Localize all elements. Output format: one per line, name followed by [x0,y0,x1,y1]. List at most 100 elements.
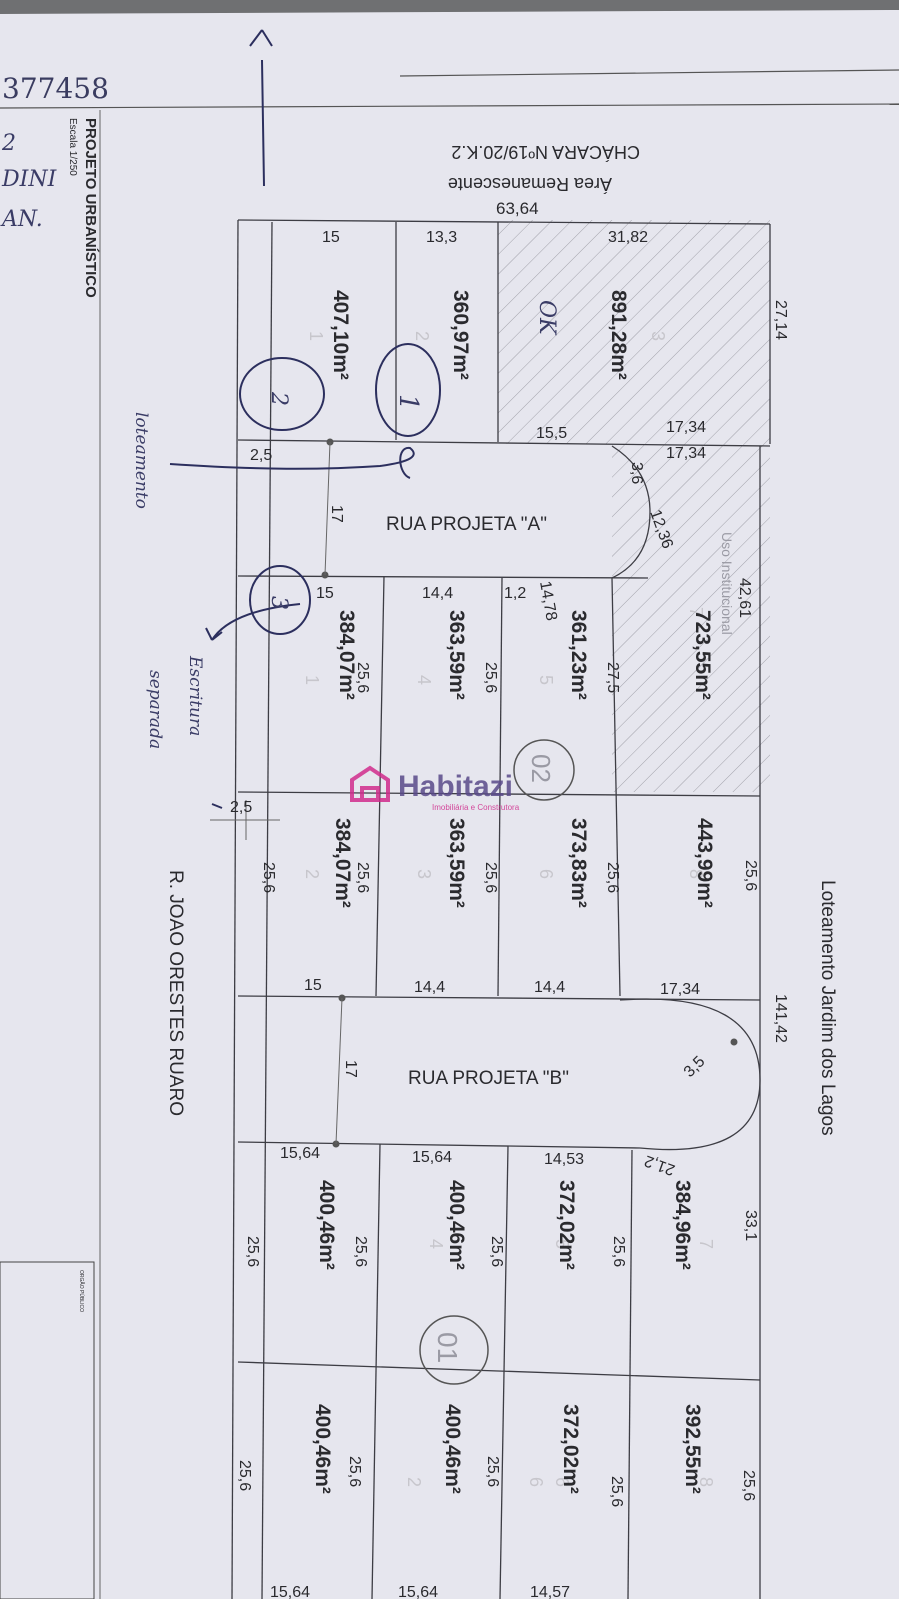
street-rua-joao: R. JOAO ORESTES RUARO [165,870,186,1116]
note-escritura: Escritura [185,655,205,736]
dim-17-b: 17 [342,1060,359,1078]
dim-33-1: 33,1 [742,1210,759,1241]
lot-area-b4-1: 400,46m² [315,1180,338,1270]
dim-25-6-x: 25,6 [260,862,277,893]
lot-area-b3-8: 443,99m² [693,818,716,908]
dim-17-34-c: 17,34 [660,981,700,998]
faint-num-b5-2: 6 [552,1477,572,1487]
lot-area-b3-2: 384,07m² [331,818,354,908]
dim-25-6-g: 25,6 [610,1236,627,1267]
note-left-3: AN. [0,207,43,232]
faint-num-b5-3: 6 [526,1477,546,1487]
dim-141-42: 141,42 [772,994,789,1043]
faint-num-b5-4: 2 [404,1477,424,1487]
dim-14-78: 14,78 [536,580,560,622]
dim-25-6-e: 25,6 [482,862,499,893]
dim-25-6-f: 25,6 [354,862,371,893]
dim-15-64-a: 15,64 [280,1145,320,1162]
title-block-title: PROJETO URBANÍSTICO [82,118,99,298]
watermark-logo: Habitazi Imobiliária e Construtora [350,765,520,812]
dim-25-6-h: 25,6 [488,1236,505,1267]
dim-25-6-i: 25,6 [352,1236,369,1267]
dim-17-34-a: 17,34 [666,419,706,436]
lot-area-b2-1: 384,07m² [335,610,358,700]
lot-area-b1-3: 891,28m² [607,290,630,380]
title-block-scale: Escala 1/250 [67,118,78,176]
house-icon [350,765,390,802]
dim-25-6-n: 25,6 [346,1456,363,1487]
dim-27-5: 27,5 [604,662,621,693]
top-border-line [399,69,899,77]
dim-14-4-c: 14,4 [534,979,565,996]
dim-17-a: 17 [328,505,345,523]
dim-15-5: 15,5 [536,425,567,442]
label-uso-institucional: Uso Institucional [719,532,735,635]
dim-15-a: 15 [316,585,334,602]
pen-circle-3 [249,565,311,635]
lot-area-b5-6: 372,02m² [559,1404,582,1494]
dim-25-6-k: 25,6 [740,1470,757,1501]
pen-line-left [211,803,223,809]
dim-25-6-j: 25,6 [244,1236,261,1267]
stamp-circle-01 [419,1315,489,1385]
street-rua-b: RUA PROJETA "B" [408,1068,569,1089]
lot-area-b5-2: 400,46m² [311,1404,334,1494]
cul-de-sac-a [611,445,651,579]
pen-circle-1 [375,343,441,437]
pen-circle-1-label: 1 [393,394,423,411]
pen-circles [239,343,441,635]
dim-25-6-m: 25,6 [484,1456,501,1487]
lot-area-b4-4: 400,46m² [445,1180,468,1270]
faint-num-b4-3: 4 [426,1239,446,1249]
note-loteamento: loteamento [131,412,151,509]
faint-num-b1-2: 2 [412,331,432,341]
lot-area-b5-8: 392,55m² [681,1404,704,1494]
dim-15-b: 15 [304,977,322,994]
faint-num-b4-1: 7 [696,1239,716,1249]
dim-2-5-a: 2,5 [250,447,272,464]
lot-area-b2-4: 363,59m² [445,610,468,700]
faint-num-b2-3: 4 [414,675,434,685]
dim-25-6-l: 25,6 [608,1476,625,1507]
note-separada: separada [145,670,165,749]
header-top-width: 63,64 [496,199,539,218]
lot-area-b4-7: 384,96m² [671,1180,694,1270]
pen-marks [169,29,415,809]
dim-25-6-c: 25,6 [742,860,759,891]
dim-14-4-b: 14,4 [414,979,445,996]
dim-14-4-a: 14,4 [422,585,453,602]
stamp-circle-02 [513,739,575,801]
hatched-area-institucional [612,444,770,792]
dim-15-top: 15 [322,229,340,246]
pen-arrow-3 [205,603,301,641]
dim-15-64-b: 15,64 [412,1149,452,1166]
watermark-brand: Habitazi [398,770,513,803]
faint-num-b1-1: 3 [648,331,668,341]
side-stamp-box [0,1261,95,1599]
dim-17-34-b: 17,34 [666,445,706,462]
note-ok: OK [534,300,559,336]
pen-circle-2-label: 2 [266,391,291,406]
lot-area-b3-3: 363,59m² [445,818,468,908]
faint-num-b3-3: 3 [414,869,434,879]
dim-27-14: 27,14 [772,300,789,340]
faint-num-b2-4: 1 [302,675,322,685]
faint-num-b4-2: 5 [552,1239,572,1249]
header-remanescente-2: CHÁCARA Nº19/20.K.2 [451,142,640,162]
dim-31-82: 31,82 [608,229,648,246]
stamp-circles [419,739,575,1385]
faint-num-b1-3: 1 [306,331,326,341]
street-rua-a: RUA PROJETA "A" [386,514,547,535]
survey-line-a [324,441,331,576]
dim-25-6-o: 25,6 [236,1460,253,1491]
lot-area-b5-6b: 400,46m² [441,1404,464,1494]
stamp-02-label: 02 [526,754,556,783]
dimension-labels: 27,14 31,82 13,3 15 17,34 17,34 15,5 2,5… [230,229,789,1599]
side-stamp: ORGÃO PÚBLICO [78,1270,85,1312]
lot-area-b2-7: 723,55m² [691,610,714,700]
note-left-2: DINI [1,167,58,192]
top-border-line-2 [0,103,899,109]
pen-circle-2 [239,357,325,431]
